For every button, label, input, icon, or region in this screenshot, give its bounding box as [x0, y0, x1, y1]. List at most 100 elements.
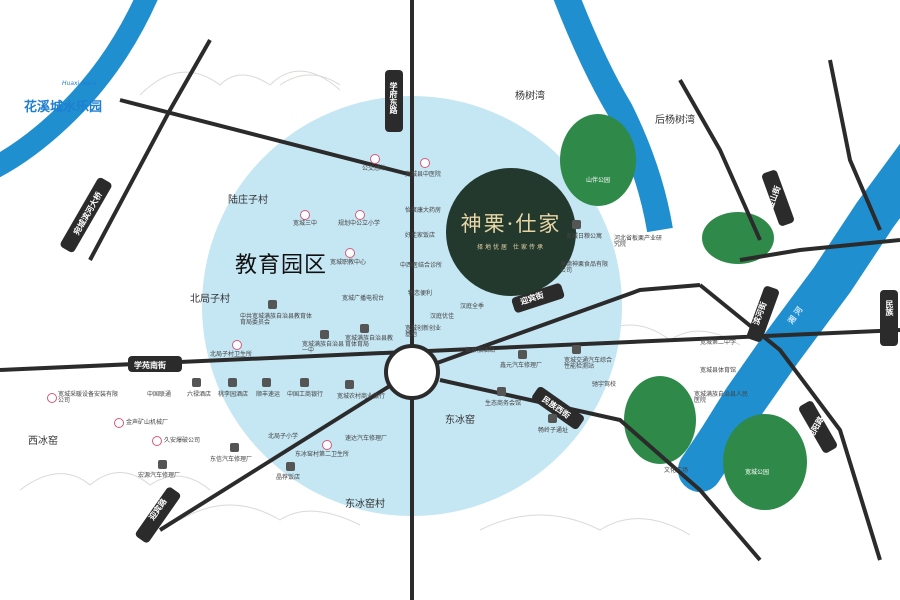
poi-hengtai[interactable]: 恒泰加油站 — [465, 347, 496, 354]
road-label-minzu: 民族 — [885, 300, 894, 316]
poi-gongyuan2[interactable]: 宽城公园 — [745, 469, 770, 476]
road-label-xuefu: 学府东路 — [389, 82, 398, 114]
bank-icon — [300, 378, 309, 387]
area-dongbingyaocun: 东冰窑村 — [345, 499, 385, 510]
building-icon — [360, 324, 369, 333]
bank-icon — [345, 380, 354, 389]
building-icon — [320, 330, 329, 339]
poi-zhenzhan[interactable]: 中西医结合诊所 — [400, 262, 443, 269]
building-icon — [192, 378, 201, 387]
poi-liulu[interactable]: 六禄酒店 — [187, 391, 212, 398]
poi-icon — [355, 210, 365, 220]
park-south-left — [624, 376, 696, 464]
park-shanpan — [560, 114, 636, 206]
poi-bingyao-ws[interactable]: 东冰窑村第二卫生所 — [295, 451, 350, 458]
poi-suda[interactable]: 速达汽车修理厂 — [345, 435, 388, 442]
poi-hanyou[interactable]: 汉庭优佳 — [430, 313, 455, 320]
park-south-right — [723, 414, 807, 510]
river-main — [678, 143, 900, 492]
poi-jinsheng[interactable]: 金声矿山机械厂 — [126, 419, 169, 426]
poi-nongshang[interactable]: 宽城农村商业银行 — [337, 393, 386, 400]
poi-liantong[interactable]: 中国联通 — [147, 391, 172, 398]
poi-linzi[interactable]: 畅岭子通址 — [538, 427, 569, 434]
poi-icon — [420, 158, 430, 168]
poi-gongshang[interactable]: 中国工商银行 — [287, 391, 324, 398]
car-icon — [518, 350, 527, 359]
poi-yikang[interactable]: 怡聚康大药房 — [405, 207, 442, 214]
logo-sub: Huaxi Aqua — [62, 80, 97, 87]
area-xibingyao: 西冰窑 — [28, 436, 58, 447]
poi-guangbo[interactable]: 宽城广播电视台 — [342, 295, 385, 302]
poi-gongan[interactable]: 公交总站 — [362, 165, 387, 172]
poi-shangwu[interactable]: 生态商务会馆 — [485, 400, 522, 407]
poi-zhongyi2[interactable]: 宽城职教中心 — [330, 259, 367, 266]
poi-yixuan[interactable]: 宽城三中 — [293, 220, 318, 227]
zone-label: 教育园区 — [235, 253, 328, 278]
poi-chuangxin[interactable]: 宽城创新创业基地 — [405, 325, 442, 338]
poi-icon — [300, 210, 310, 220]
poi-haojia[interactable]: 好佳家饭店 — [405, 232, 436, 239]
poi-yiyuan[interactable]: 宽城满族自治县人民医院 — [694, 391, 749, 404]
restaurant-icon — [286, 462, 295, 471]
building-icon — [268, 300, 277, 309]
logo-text: 花溪城水乐园 — [24, 100, 103, 115]
poi-jiaotong[interactable]: 宽城交通汽车综合性能检测站 — [564, 357, 613, 370]
poi-jiaoyu[interactable]: 中共宽城满族自治县教育体育局委员会 — [240, 313, 313, 326]
poi-weisheng[interactable]: 北局子村卫生所 — [210, 351, 253, 358]
building-icon — [548, 414, 557, 423]
roundabout — [384, 344, 440, 400]
poi-dongxin[interactable]: 东信汽车修理厂 — [210, 456, 253, 463]
poi-shanpan[interactable]: 山伴公园 — [586, 177, 611, 184]
area-luzhuangzi: 陆庄子村 — [228, 195, 268, 206]
road-label-xueyuan: 学苑南街 — [134, 361, 166, 370]
project-name: 神栗·仕家 — [460, 212, 562, 236]
poi-jinpin[interactable]: 晶荐饭店 — [276, 474, 301, 481]
river-upper — [553, 0, 673, 233]
poi-hebei[interactable]: 河北省板栗产业研究院 — [614, 235, 663, 248]
poi-taohua[interactable]: 桃李园酒店 — [218, 391, 249, 398]
poi-xinyuan[interactable]: 鑫元汽车修理厂 — [500, 362, 543, 369]
building-icon — [572, 220, 581, 229]
building-icon — [228, 378, 237, 387]
project-slogan: 择地优居 仕家传承 — [477, 244, 545, 251]
car-icon — [230, 443, 239, 452]
poi-icon — [370, 154, 380, 164]
poi-chiyu[interactable]: 驰宇驾校 — [592, 381, 617, 388]
area-yangshuwan: 杨树湾 — [515, 91, 545, 102]
poi-hongyuan[interactable]: 宏源汽车修理厂 — [138, 472, 181, 479]
logo: Huaxi Aqua 花溪城水乐园 — [8, 60, 118, 120]
park-riverside — [702, 212, 774, 264]
poi-icon — [322, 440, 332, 450]
poi-rifeng[interactable]: 宽城日粮公寓 — [566, 233, 603, 240]
poi-icon — [114, 418, 124, 428]
parcel-icon — [262, 378, 271, 387]
project-marker[interactable]: 神栗·仕家 择地优居 仕家传承 — [446, 168, 576, 296]
area-beijuzi: 北局子村 — [190, 294, 230, 305]
area-dongbingyao: 东冰窑 — [445, 415, 475, 426]
poi-icon — [232, 340, 242, 350]
car-icon — [158, 460, 167, 469]
poi-wuye[interactable]: 物恋便利 — [408, 290, 433, 297]
poi-jiubao[interactable]: 久安爆破公司 — [164, 437, 201, 444]
poi-caiyuan[interactable]: 宽城采暖设备安装有限公司 — [58, 391, 119, 404]
poi-icon — [152, 436, 162, 446]
road-label-boxes — [60, 70, 898, 543]
poi-shunfeng[interactable]: 顺丰速运 — [256, 391, 281, 398]
poi-chengde[interactable]: 承德神栗食品有限公司 — [560, 261, 609, 274]
poi-yuanxi[interactable]: 宽城第二中学 — [700, 339, 737, 346]
car-icon — [572, 345, 581, 354]
poi-wenhua[interactable]: 文化广场 — [664, 467, 689, 474]
river-left — [0, 0, 158, 178]
poi-icon — [345, 248, 355, 258]
poi-icon — [47, 393, 57, 403]
poi-zhongyi[interactable]: 宽城县中医院 — [405, 171, 442, 178]
poi-beiju-xiao[interactable]: 北局子小学 — [268, 433, 299, 440]
poi-hanting[interactable]: 汉庭全季 — [460, 303, 485, 310]
poi-tiyu[interactable]: 宽城县体育馆 — [700, 367, 737, 374]
poi-zhongxue[interactable]: 宽城满族自治县一中 — [302, 341, 345, 354]
building-icon — [497, 387, 506, 396]
poi-jiaoyuju[interactable]: 宽城满族自治县教育体育局 — [345, 335, 394, 348]
poi-zhongxin[interactable]: 规划中公立小学 — [338, 220, 381, 227]
area-houyangshuwan: 后杨树湾 — [655, 115, 695, 126]
